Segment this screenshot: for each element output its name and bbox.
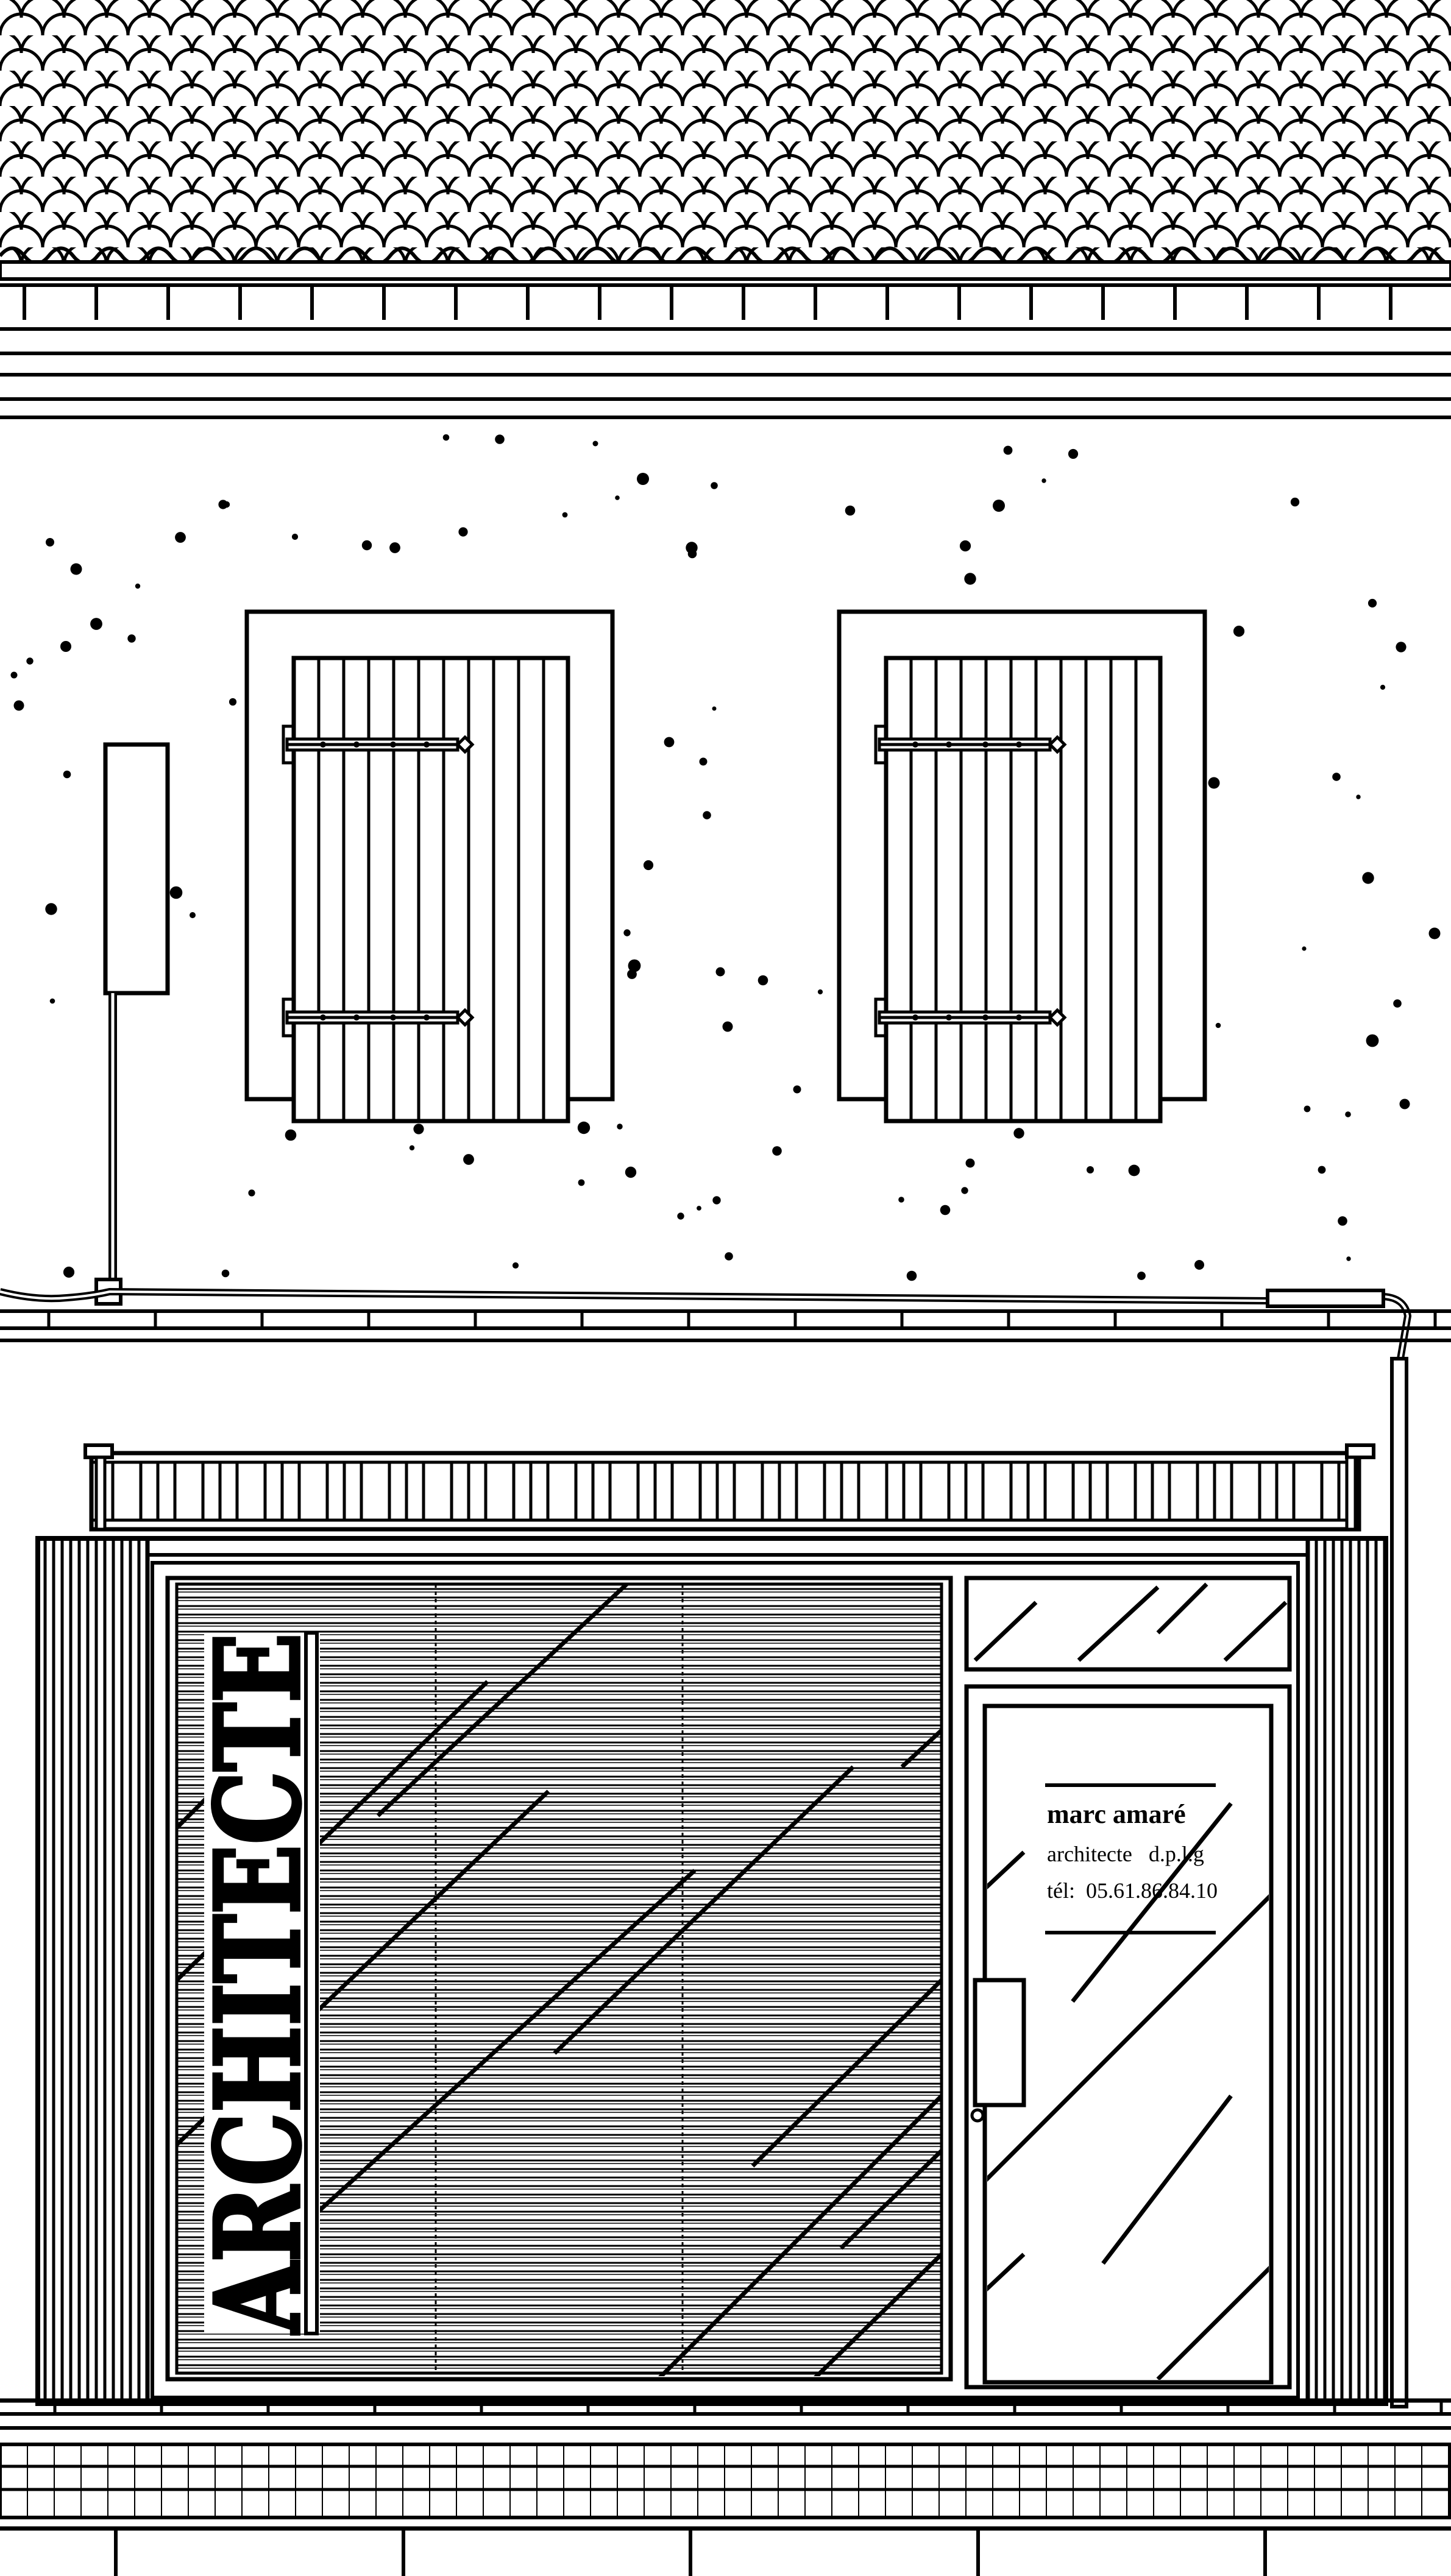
entrance-door[interactable] bbox=[964, 1684, 1292, 2390]
shutter-hinge bbox=[282, 724, 475, 765]
shutter-right bbox=[837, 609, 1207, 1123]
cable-box bbox=[1266, 1289, 1385, 1308]
awning-casing bbox=[89, 1451, 1361, 1532]
roof bbox=[0, 0, 1451, 419]
architecte-sign: ARCHITECTE bbox=[188, 1631, 328, 2337]
transom-window bbox=[964, 1576, 1292, 1672]
shutter-left bbox=[244, 609, 615, 1123]
plaque-title: architecte d.p.l.g bbox=[1047, 1842, 1204, 1866]
lamp-box bbox=[103, 742, 170, 996]
plaque-phone: tél: 05.61.86.84.10 bbox=[1047, 1878, 1218, 1903]
shutter-panel bbox=[884, 656, 1163, 1123]
plaque-name: marc amaré bbox=[1047, 1799, 1186, 1829]
shutter-hinge bbox=[282, 997, 475, 1038]
shutter-panel bbox=[291, 656, 570, 1123]
roof-edge bbox=[0, 246, 1451, 266]
wall-texture-dots bbox=[10, 434, 1441, 1281]
sign-bar bbox=[304, 1631, 319, 2335]
door-glass bbox=[982, 1704, 1274, 2385]
roof-tiles bbox=[0, 0, 1451, 262]
ledge bbox=[0, 1287, 1451, 1360]
pilaster-right bbox=[1305, 1536, 1388, 2406]
drain-pipe bbox=[1390, 1357, 1408, 2408]
awning-box bbox=[83, 1443, 1375, 1532]
storefront: ARCHITECTE bbox=[35, 1536, 1388, 2406]
curb-grid bbox=[0, 2443, 1451, 2519]
vertical-sign-text: ARCHITECTE bbox=[190, 1633, 326, 2335]
pilaster-left bbox=[35, 1536, 150, 2406]
shutter-hinge bbox=[874, 724, 1067, 765]
door-plaque: marc amaré architecte d.p.l.g tél: 05.61… bbox=[1047, 1799, 1218, 1903]
door-handle[interactable] bbox=[973, 1978, 1026, 2107]
wall-lamp bbox=[94, 742, 170, 1306]
shutter-hinge bbox=[874, 997, 1067, 1038]
eave-rafters bbox=[0, 283, 1451, 320]
inner-frame bbox=[151, 1561, 1300, 2399]
fascia-lines bbox=[0, 327, 1451, 419]
sidewalk bbox=[0, 2398, 1451, 2576]
eave-board bbox=[0, 260, 1451, 281]
door-lock bbox=[970, 2108, 985, 2123]
